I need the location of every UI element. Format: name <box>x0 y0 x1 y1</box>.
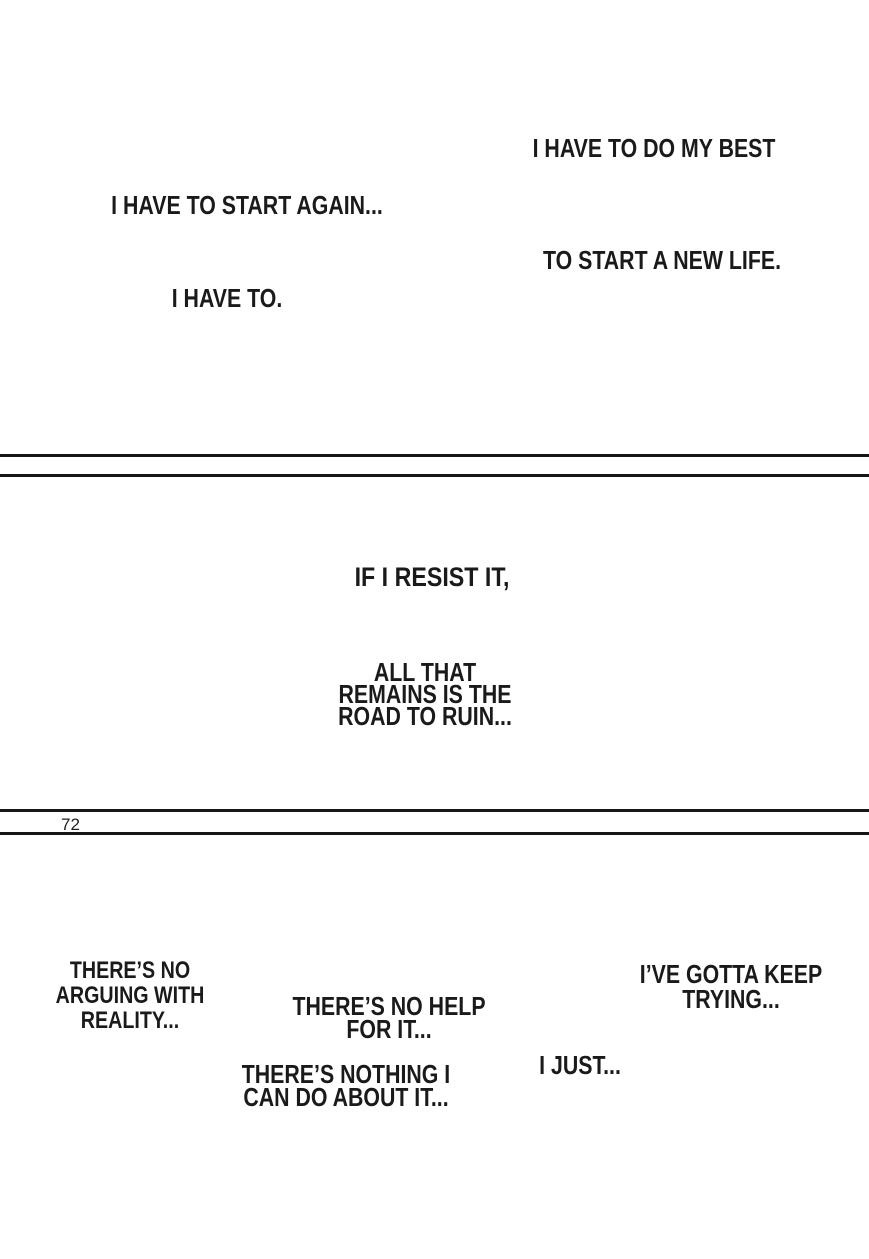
caption-line: FOR IT... <box>346 1014 432 1044</box>
caption-new-life: TO START A NEW LIFE. <box>542 245 782 275</box>
caption-line: ROAD TO RUIN... <box>338 701 512 731</box>
caption-line: CAN DO ABOUT IT... <box>243 1082 449 1112</box>
panel-divider-line-top <box>0 454 869 457</box>
caption-do-my-best: I HAVE TO DO MY BEST <box>532 133 776 163</box>
caption-line: I’VE GOTTA KEEP <box>639 959 823 989</box>
caption-start-again: I HAVE TO START AGAIN... <box>111 190 383 220</box>
caption-road-to-ruin: ALL THAT REMAINS IS THE ROAD TO RUIN... <box>338 657 512 731</box>
caption-line: ALL THAT <box>373 657 477 687</box>
page-number: 72 <box>61 815 80 834</box>
caption-line: THERE’S NO <box>69 957 191 984</box>
caption-line: THERE’S NO HELP <box>292 991 486 1021</box>
page-footer-line-bottom <box>0 832 869 835</box>
caption-no-arguing: THERE’S NO ARGUING WITH REALITY... <box>56 958 205 1033</box>
caption-line: THERE’S NOTHING I <box>241 1059 451 1089</box>
caption-i-have-to: I HAVE TO. <box>171 283 283 313</box>
caption-line: TRYING... <box>682 984 780 1014</box>
caption-line: REMAINS IS THE <box>338 679 512 709</box>
page-footer-line-top <box>0 809 869 812</box>
panel-divider-line-bottom <box>0 474 869 477</box>
caption-line: REALITY... <box>80 1007 180 1034</box>
caption-keep-trying: I’VE GOTTA KEEP TRYING... <box>639 959 823 1014</box>
caption-if-i-resist: IF I RESIST IT, <box>354 562 510 592</box>
caption-nothing-i-can-do: THERE’S NOTHING I CAN DO ABOUT IT... <box>241 1059 451 1112</box>
caption-i-just: I JUST... <box>539 1050 621 1080</box>
caption-line: ARGUING WITH <box>55 982 205 1009</box>
caption-no-help: THERE’S NO HELP FOR IT... <box>292 991 486 1044</box>
